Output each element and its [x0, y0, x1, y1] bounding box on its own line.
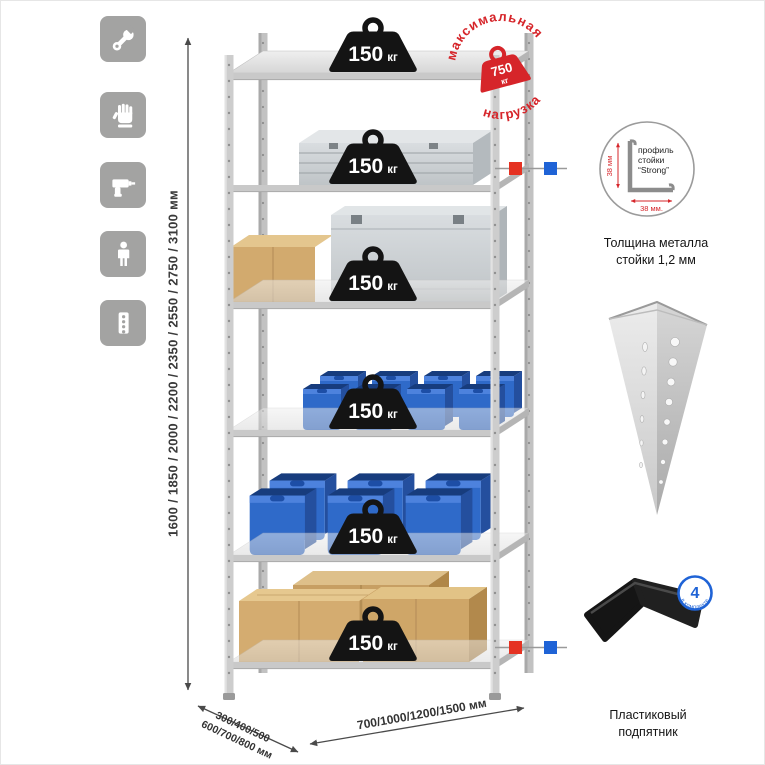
plastic-foot-detail: 4 в комплекте	[579, 569, 719, 669]
foot-caption-line1: Пластиковый	[609, 708, 687, 722]
profile-label-line1: профиль	[638, 145, 674, 155]
profile-dim-vertical: 38 мм	[605, 156, 614, 177]
person-icon	[100, 231, 146, 277]
weight-body	[329, 620, 417, 661]
width-dimension-line	[309, 705, 525, 747]
included-count-badge	[677, 575, 713, 611]
profile-caption-line1: Толщина металла	[603, 236, 709, 250]
detail-marker-profile	[495, 162, 567, 175]
red-marker-square	[509, 641, 522, 654]
depth-dimension-line	[197, 705, 299, 753]
foot-caption-line2: подпятник	[618, 725, 678, 740]
profile-caption: Толщина металла стойки 1,2 мм	[586, 235, 726, 270]
perforated-post-icon	[100, 300, 146, 346]
profile-label-line2: стойки	[638, 155, 664, 165]
stamp-unit: кг	[500, 76, 510, 87]
stamp-weight-body	[480, 54, 531, 93]
angle-profile-drawing	[627, 141, 673, 193]
profile-detail-circle: 38 мм 38 мм. профиль стойки “Strong”	[589, 111, 705, 227]
glove-icon	[100, 92, 146, 138]
blue-marker-square	[544, 162, 557, 175]
perforated-post-detail	[593, 297, 723, 527]
detail-marker-foot	[495, 641, 567, 654]
weight-body	[329, 260, 417, 301]
profile-caption-line2: стойки 1,2 мм	[616, 253, 696, 268]
foot-left	[223, 693, 235, 700]
profile-dim-horizontal: 38 мм.	[640, 204, 663, 213]
post-holes-right	[658, 337, 680, 485]
max-load-stamp: максимальная нагрузка 750 кг	[434, 1, 567, 133]
weight-body	[329, 31, 417, 72]
weight-body	[329, 143, 417, 184]
wrench-icon	[100, 16, 146, 62]
profile-label-line3: “Strong”	[638, 165, 669, 175]
foot-right	[489, 693, 501, 700]
foot-caption: Пластиковый подпятник	[578, 707, 718, 742]
badge-number: 4	[691, 585, 700, 602]
blue-marker-square	[544, 641, 557, 654]
stamp-arc-bottom-text: нагрузка	[478, 90, 546, 129]
back-posts	[258, 33, 534, 673]
svg-text:нагрузка: нагрузка	[478, 90, 546, 129]
weight-body	[329, 388, 417, 429]
red-marker-square	[509, 162, 522, 175]
height-dimensions-label: 1600 / 1850 / 2000 / 2200 / 2350 / 2550 …	[165, 190, 181, 537]
post-slots-left	[639, 342, 648, 468]
drill-icon	[100, 162, 146, 208]
stamp-value: 750	[489, 59, 514, 79]
front-posts	[223, 55, 501, 700]
weight-body	[329, 513, 417, 554]
